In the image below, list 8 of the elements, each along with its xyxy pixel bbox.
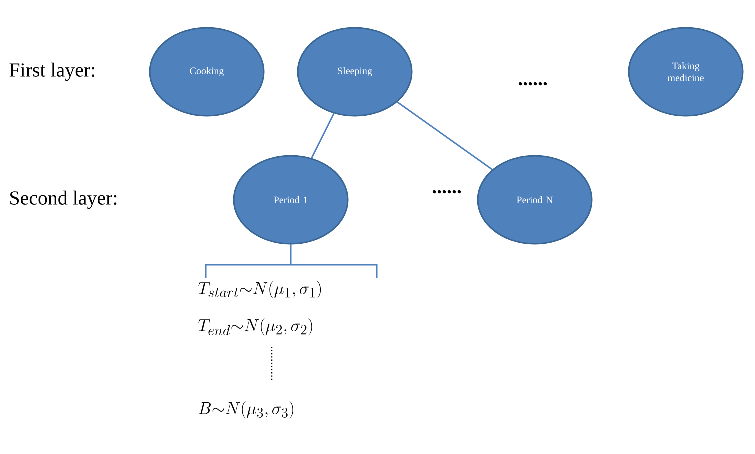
connector-line <box>397 102 493 170</box>
ellipsis: ...... <box>518 82 548 86</box>
connector-line <box>311 113 335 159</box>
row-label: First layer: <box>10 62 94 82</box>
formula: $T_{start}{\sim}N(\mu_1,\sigma_1)$ <box>198 281 322 299</box>
row-label: Second layer: <box>10 190 117 210</box>
formula: $T_{end}{\sim}N(\mu_2,\sigma_2)$ <box>198 318 312 336</box>
formula: $B{\sim}N(\mu_3,\sigma_3)$ <box>199 401 294 419</box>
